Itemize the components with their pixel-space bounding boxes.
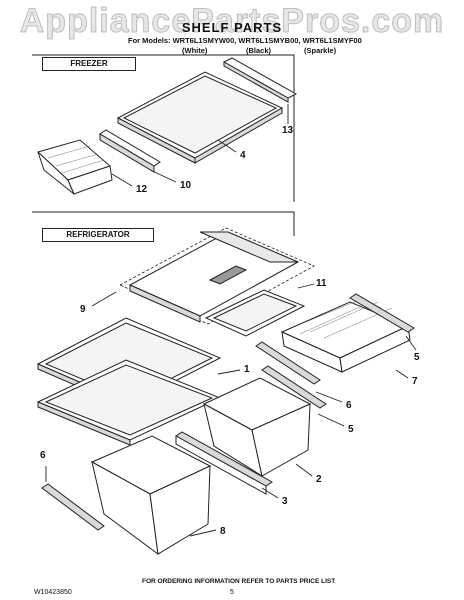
refrigerator-section-label: REFRIGERATOR <box>42 228 154 242</box>
callout-7: 7 <box>412 376 418 387</box>
callout-4: 4 <box>240 150 246 161</box>
leader-lines <box>45 104 417 537</box>
glass-shelf-lower <box>36 359 222 446</box>
crisper-cover-insert <box>204 289 306 337</box>
watermark-text: AppliancePartsPros.com <box>19 2 445 41</box>
color-white-label: (White) <box>182 46 208 55</box>
callout-5-upper: 5 <box>414 352 420 363</box>
freezer-basket <box>37 139 113 195</box>
freezer-section-label: FREEZER <box>42 57 136 71</box>
drawer-divider <box>175 431 273 495</box>
callout-11: 11 <box>316 278 327 289</box>
callout-1: 1 <box>244 364 250 375</box>
page-title: SHELF PARTS <box>181 20 283 35</box>
deli-drawer <box>280 297 411 373</box>
callout-6-right: 6 <box>346 400 352 411</box>
callout-5-lower: 5 <box>348 424 354 435</box>
crisper-drawer-upper <box>202 377 312 478</box>
models-line: For Models: WRT6L1SMYW00, WRT6L1SMYB00, … <box>128 36 362 45</box>
color-sparkle-label: (Sparkle) <box>304 46 337 55</box>
crisper-drawer-lower <box>90 435 212 556</box>
document-number: W10423850 <box>34 589 72 596</box>
callout-3: 3 <box>282 496 288 507</box>
callout-9: 9 <box>80 304 86 315</box>
page-number: 5 <box>230 589 234 596</box>
callout-8: 8 <box>220 526 226 537</box>
drawer-slide-rail-b <box>261 365 327 409</box>
crisper-cover-outline <box>119 227 315 325</box>
callout-2: 2 <box>316 474 322 485</box>
drawer-slide-rail-a <box>255 341 321 385</box>
ordering-note: FOR ORDERING INFORMATION REFER TO PARTS … <box>142 578 336 585</box>
crisper-cover-frame <box>128 231 300 323</box>
drawer-slide-left <box>41 483 105 531</box>
freezer-frame <box>32 54 295 202</box>
callout-13: 13 <box>282 125 294 136</box>
callout-12: 12 <box>136 184 148 195</box>
freezer-shelf-rail <box>222 57 298 103</box>
drawer-slide-upper <box>349 293 415 333</box>
freezer-glass-shelf <box>116 71 284 164</box>
callout-10: 10 <box>180 180 192 191</box>
callout-6-left: 6 <box>40 450 46 461</box>
refrigerator-frame <box>32 211 295 236</box>
color-black-label: (Black) <box>246 46 272 55</box>
